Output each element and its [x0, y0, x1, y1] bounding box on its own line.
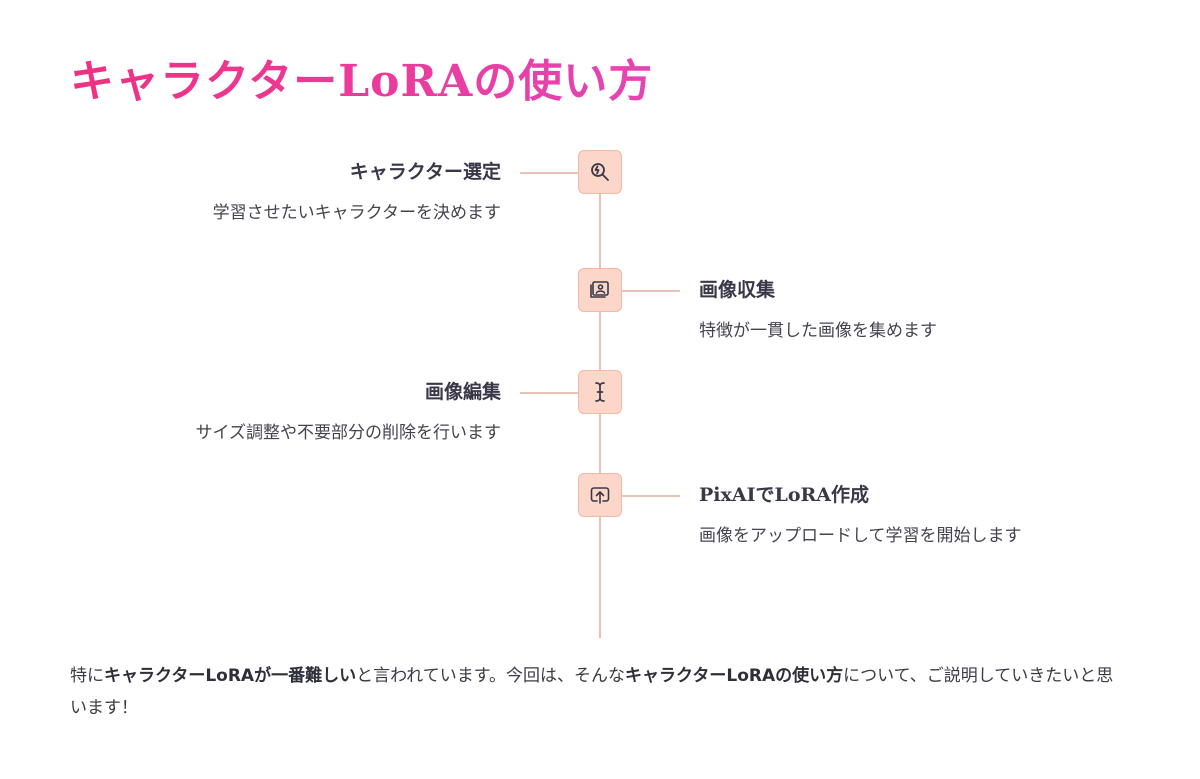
step-2-connector [622, 290, 680, 292]
page-title: キャラクターLoRAの使い方 [70, 50, 653, 114]
step-1-connector [520, 172, 578, 174]
step-2-description: 特徴が一貫した画像を集めます [699, 321, 937, 341]
footer-text-3: について、ご説明していきたいと思います！ [70, 666, 1114, 718]
footer-paragraph: 特にキャラクターLoRAが一番難しいと言われています。今回は、そんなキャラクター… [70, 660, 1120, 724]
photo-gallery-icon [590, 281, 609, 298]
step-1-icon-box [578, 150, 622, 194]
step-3-description: サイズ調整や不要部分の削除を行います [195, 423, 502, 443]
step-4-description: 画像をアップロードして学習を開始します [699, 526, 1022, 546]
step-1-description: 学習させたいキャラクターを決めます [212, 203, 501, 223]
step-4-icon-box [578, 473, 622, 517]
step-3-title: 画像編集 [424, 381, 501, 403]
step-2-icon-box [578, 268, 622, 312]
step-1-title: キャラクター選定 [349, 161, 501, 183]
footer-emphasis-1: キャラクターLoRAが一番難しい [104, 666, 357, 686]
step-3-connector [520, 392, 578, 394]
footer-emphasis-2: キャラクターLoRAの使い方 [625, 666, 844, 686]
upload-icon [590, 487, 610, 504]
footer-text-1: 特に [70, 666, 104, 686]
step-3-icon-box [578, 370, 622, 414]
step-4-title: PixAIでLoRA作成 [699, 484, 870, 506]
search-icon [591, 163, 609, 181]
footer-text-2: と言われています。今回は、そんな [356, 666, 626, 686]
step-4-connector [622, 495, 680, 497]
text-cursor-icon [595, 382, 605, 402]
step-2-title: 画像収集 [699, 279, 776, 301]
